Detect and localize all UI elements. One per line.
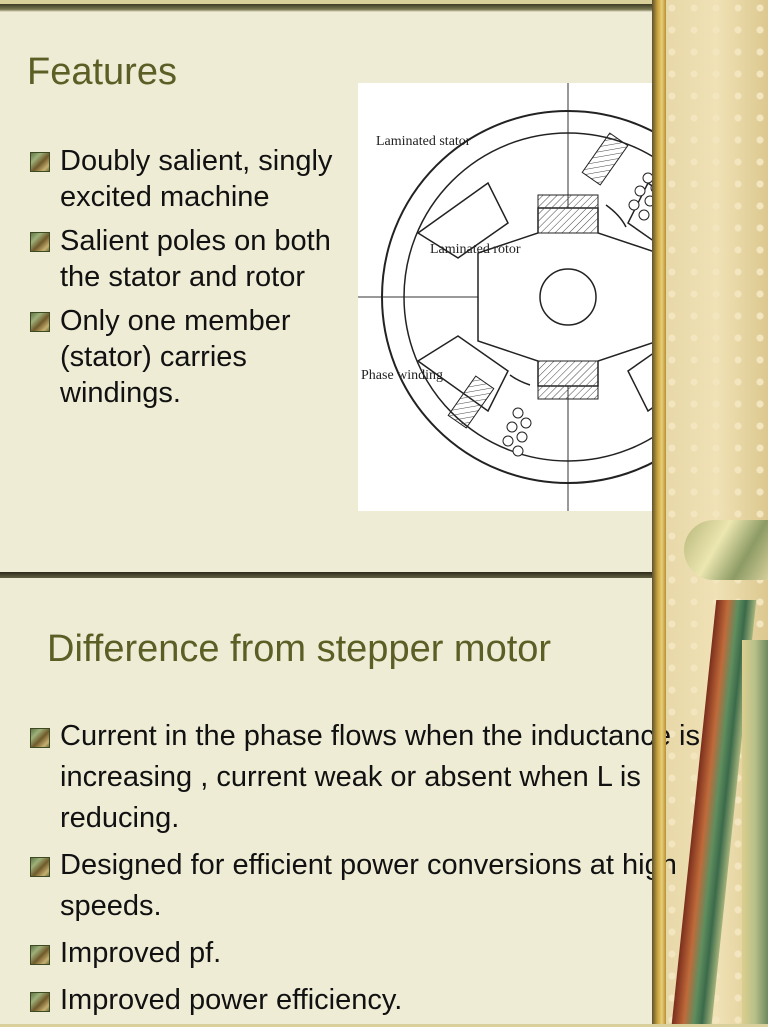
bullet-icon [30,992,50,1012]
list-item-text: Only one member (stator) carries winding… [60,305,291,409]
slide-difference [0,578,660,1024]
list-item-text: Salient poles on both the stator and rot… [60,225,331,293]
bullet-icon [30,728,50,748]
decorative-band [742,640,768,1024]
slide-right-edge [652,0,666,1024]
feature-list: Doubly salient, singly excited machine S… [30,143,350,419]
list-item-text: Improved power efficiency. [60,984,403,1016]
list-item-text: Designed for efficient power conversions… [60,849,677,922]
stator-outer-circle [381,110,658,484]
bullet-icon [30,945,50,965]
list-item: Current in the phase flows when the indu… [30,716,720,839]
slide-separator [0,572,660,582]
decorative-band [684,520,768,580]
decorative-border [664,0,768,1024]
motor-cross-section: Laminated stator Laminated rotor Phase w… [358,83,658,511]
list-item: Improved power efficiency. [30,980,720,1021]
label-phase-winding: Phase winding [361,368,443,383]
stator-inner-circle [403,132,658,462]
list-item: Designed for efficient power conversions… [30,845,720,927]
bullet-icon [30,857,50,877]
bullet-icon [30,152,50,172]
list-item-text: Current in the phase flows when the indu… [60,720,700,834]
slide-features: Features Doubly salient, singly excited … [0,4,660,572]
list-item: Improved pf. [30,933,720,974]
shaft-circle [539,268,597,326]
list-item: Only one member (stator) carries winding… [30,303,350,411]
phase-winding-coil [447,375,532,457]
motor-diagram: Laminated stator Laminated rotor Phase w… [358,83,658,511]
list-item: Salient poles on both the stator and rot… [30,223,350,295]
list-item-text: Doubly salient, singly excited machine [60,145,333,213]
bullet-icon [30,232,50,252]
bullet-icon [30,312,50,332]
slide-title: Difference from stepper motor [47,628,552,670]
slide-top-border [0,4,660,12]
list-item-text: Improved pf. [60,937,222,969]
slide-title: Features [27,51,177,93]
list-item: Doubly salient, singly excited machine [30,143,350,215]
label-laminated-rotor: Laminated rotor [430,242,521,257]
label-laminated-stator: Laminated stator [376,134,471,149]
difference-list: Current in the phase flows when the indu… [30,716,720,1027]
